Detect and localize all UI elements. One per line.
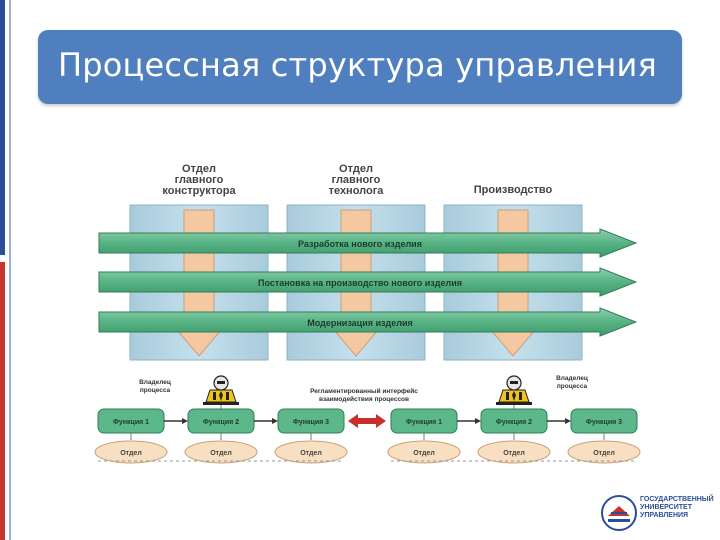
logo-line-3: УПРАВЛЕНИЯ bbox=[640, 512, 689, 519]
side-stripe-red bbox=[0, 262, 5, 540]
function-label: Функция 1 bbox=[406, 419, 442, 426]
department-label: Производство bbox=[474, 184, 553, 196]
flow-arrow-head bbox=[272, 418, 278, 424]
side-stripe-thin bbox=[9, 0, 11, 540]
process-arrow bbox=[98, 228, 638, 258]
flow-arrow-head bbox=[565, 418, 571, 424]
function-label: Функция 1 bbox=[113, 419, 149, 426]
side-stripe-blue bbox=[0, 0, 5, 255]
interface-double-arrow bbox=[348, 414, 386, 428]
title-box: Процессная структура управления bbox=[38, 30, 682, 104]
process-owner-icon bbox=[496, 375, 532, 405]
function-label: Функция 3 bbox=[293, 419, 329, 426]
department-oval-label: Отдел bbox=[300, 450, 322, 457]
flow-arrow-head bbox=[182, 418, 188, 424]
department-oval-label: Отдел bbox=[210, 450, 232, 457]
university-emblem-icon bbox=[601, 495, 637, 531]
logo-line-1: ГОСУДАРСТВЕННЫЙ bbox=[640, 496, 714, 503]
function-label: Функция 3 bbox=[586, 419, 622, 426]
process-label: Постановка на производство нового издели… bbox=[258, 278, 462, 288]
flow-arrow-head bbox=[475, 418, 481, 424]
department-oval-label: Отдел bbox=[120, 450, 142, 457]
side-decoration bbox=[0, 0, 12, 540]
department-oval bbox=[477, 440, 551, 464]
department-oval-label: Отдел bbox=[593, 450, 615, 457]
department-oval bbox=[274, 440, 348, 464]
logo-line-2: УНИВЕРСИТЕТ bbox=[640, 504, 692, 511]
process-label: Разработка нового изделия bbox=[298, 239, 422, 249]
department-oval-label: Отдел bbox=[413, 450, 435, 457]
process-label: Модернизация изделия bbox=[307, 318, 412, 328]
university-logo: ГОСУДАРСТВЕННЫЙ УНИВЕРСИТЕТ УПРАВЛЕНИЯ bbox=[600, 494, 714, 532]
function-label: Функция 2 bbox=[203, 419, 239, 426]
process-arrow bbox=[98, 267, 638, 297]
function-label: Функция 2 bbox=[496, 419, 532, 426]
department-oval bbox=[184, 440, 258, 464]
department-oval bbox=[387, 440, 461, 464]
logo-text: ГОСУДАРСТВЕННЫЙ УНИВЕРСИТЕТ УПРАВЛЕНИЯ bbox=[640, 496, 714, 520]
department-oval bbox=[94, 440, 168, 464]
department-oval-label: Отдел bbox=[503, 450, 525, 457]
department-oval bbox=[567, 440, 641, 464]
process-owner-icon bbox=[203, 375, 239, 405]
slide-title: Процессная структура управления bbox=[58, 46, 657, 84]
process-arrow bbox=[98, 307, 638, 337]
